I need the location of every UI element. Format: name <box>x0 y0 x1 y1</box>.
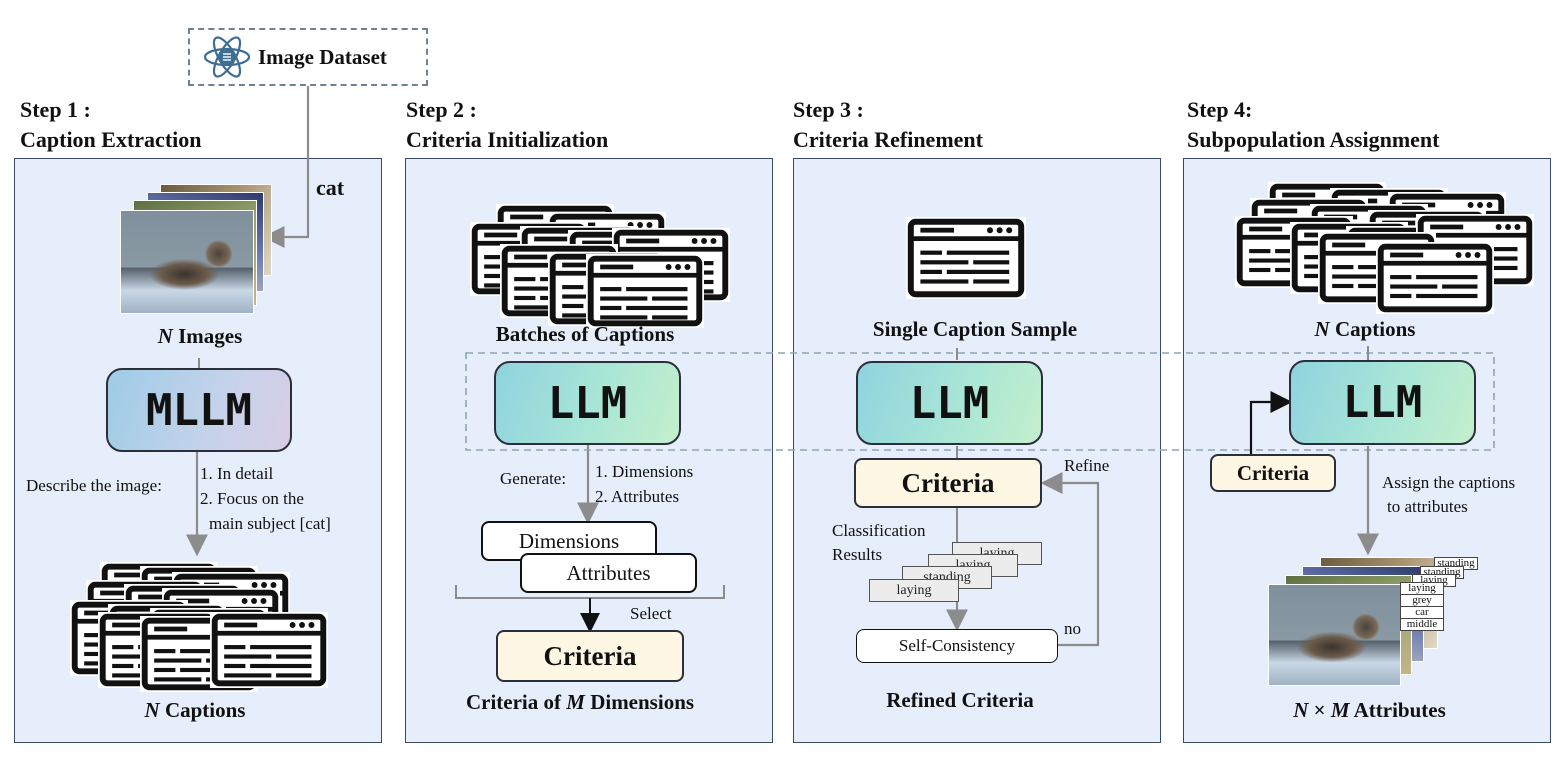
no-label: no <box>1064 619 1081 638</box>
refine-label: Refine <box>1064 456 1110 475</box>
n-var-output: N <box>1293 698 1309 722</box>
self-consistency-box: Self-Consistency <box>856 629 1058 663</box>
image-dataset-label: Image Dataset <box>258 44 387 69</box>
llm-shared-band <box>465 352 1495 451</box>
step3-title: Step 3 : Criteria Refinement <box>793 95 983 155</box>
attributes-box: Attributes <box>520 553 697 593</box>
n-images-label: N Images <box>120 324 280 349</box>
step4-title-line1: Step 4: <box>1187 97 1253 122</box>
batches-label: Batches of Captions <box>495 322 675 346</box>
n-images-var: N <box>157 324 173 348</box>
criteria-box-step4: Criteria <box>1210 454 1336 492</box>
step1-title-line2: Caption Extraction <box>20 127 202 152</box>
step2-title-line2: Criteria Initialization <box>406 127 609 152</box>
dataset-to-images-arrow <box>262 86 310 248</box>
step2-title-line1: Step 2 : <box>406 97 477 122</box>
step1-title-line1: Step 1 : <box>20 97 91 122</box>
step2-instruction-1: 1. Dimensions <box>595 462 694 481</box>
caption-document-icon <box>906 217 1026 299</box>
step1-instruction-2: 2. Focus on the <box>200 489 304 508</box>
step2-instruction-2: 2. Attributes <box>595 487 680 506</box>
select-label: Select <box>630 604 672 623</box>
describe-prompt: Describe the image: <box>26 476 162 495</box>
caption-document-icon <box>1376 242 1494 314</box>
step1-title: Step 1 : Caption Extraction <box>20 95 202 155</box>
llm-model-box-step3: LLM <box>856 361 1043 445</box>
m-var: M <box>566 690 585 714</box>
generate-prompt: Generate: <box>500 469 567 488</box>
times-sign: × <box>1308 698 1331 722</box>
refine-loop-arrow <box>1040 472 1100 647</box>
refined-criteria-label: Refined Criteria <box>886 688 1034 712</box>
step2-title: Step 2 : Criteria Initialization <box>406 95 608 155</box>
n-var-step4: N <box>1314 317 1330 341</box>
single-caption-label: Single Caption Sample <box>872 317 1078 341</box>
step4-title: Step 4: Subpopulation Assignment <box>1187 95 1440 155</box>
m-var-output: M <box>1330 698 1350 722</box>
mllm-model-box: MLLM <box>106 368 292 452</box>
criteria-m-dimensions-label: Criteria of M Dimensions <box>430 690 730 715</box>
n-captions-label: N Captions <box>110 698 280 723</box>
n-images-text: Images <box>172 324 243 348</box>
cat-label: cat <box>316 175 345 200</box>
n-captions-var: N <box>144 698 160 722</box>
nxm-attributes-label: N × M Attributes <box>1262 698 1477 723</box>
criteria-of-text: Criteria of <box>465 690 567 714</box>
dimensions-text: Dimensions <box>584 690 695 714</box>
classification-label-2: Results <box>832 545 883 564</box>
output-cat-photo <box>1268 584 1401 686</box>
n-captions-text: Captions <box>159 698 246 722</box>
step3-title-line2: Criteria Refinement <box>793 127 983 152</box>
classification-label-1: Classification <box>832 521 926 540</box>
image-dataset-box: Image Dataset <box>188 28 428 86</box>
step3-title-line1: Step 3 : <box>793 97 864 122</box>
result-card-1: laying <box>869 579 959 602</box>
caption-document-icon <box>210 612 328 688</box>
criteria-box-step2: Criteria <box>496 630 684 682</box>
n-captions-step4-text: Captions <box>1329 317 1416 341</box>
caption-document-icon <box>586 254 704 328</box>
cat-photo <box>120 210 254 314</box>
n-captions-step4-label: N Captions <box>1290 317 1440 342</box>
llm-model-box-step2: LLM <box>494 361 681 445</box>
assign-label-2: to attributes <box>1387 497 1468 516</box>
attributes-text: Attributes <box>1349 698 1446 722</box>
criteria-box-step3: Criteria <box>854 458 1042 508</box>
assign-label-1: Assign the captions <box>1382 473 1516 492</box>
criteria-to-llm4-arrow <box>1249 391 1293 454</box>
dataset-globe-icon <box>203 36 251 78</box>
step1-instruction-1: 1. In detail <box>200 464 274 483</box>
step1-instruction-3: main subject [cat] <box>209 514 331 533</box>
step4-title-line2: Subpopulation Assignment <box>1187 127 1440 152</box>
llm-model-box-step4: LLM <box>1289 360 1476 445</box>
attr-tag-7: middle <box>1400 618 1444 631</box>
